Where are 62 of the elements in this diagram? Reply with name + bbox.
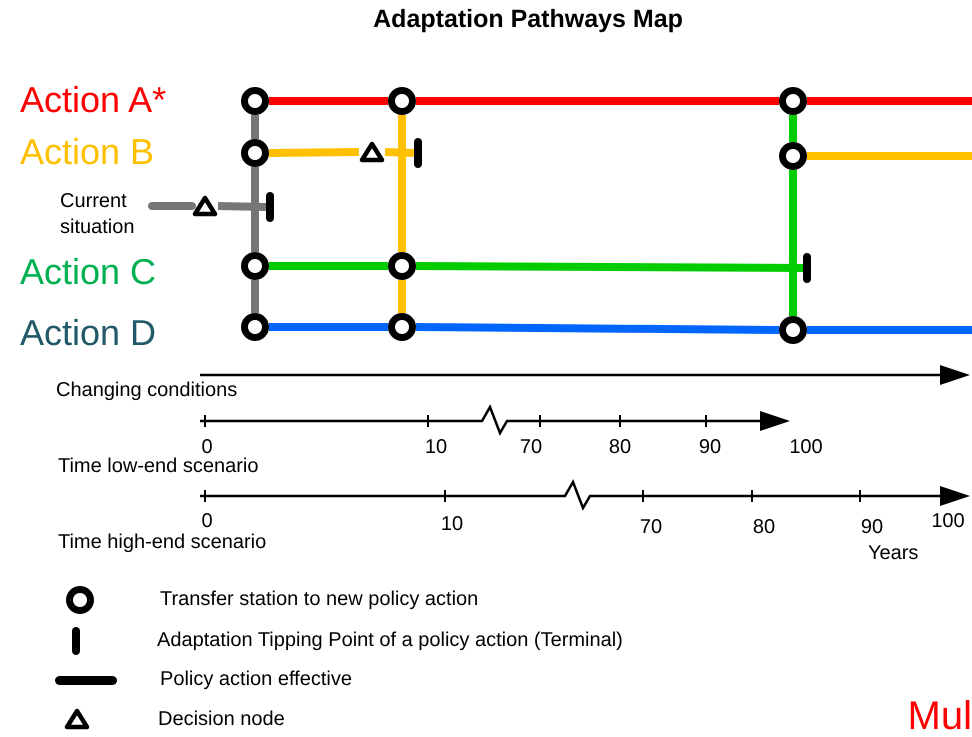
tick-label: 100	[789, 436, 823, 458]
pathway-line	[416, 262, 804, 272]
transfer-station	[241, 252, 269, 280]
axis-title: Time high-end scenario	[58, 531, 266, 553]
pathway-line	[251, 280, 259, 313]
transfer-station	[779, 87, 807, 115]
transfer-station	[388, 87, 416, 115]
tick-label: 90	[698, 436, 722, 458]
line-name: Action A*	[20, 80, 166, 120]
legend-text: Transfer station to new policy action	[160, 588, 478, 610]
line-name: Action C	[20, 252, 156, 292]
decision-triangle	[192, 195, 218, 217]
tick-label: 100	[931, 510, 965, 532]
tick-label: 0	[201, 436, 213, 458]
tipping-point-marker	[414, 138, 422, 168]
transfer-station	[388, 252, 416, 280]
pathway-line	[148, 202, 196, 210]
tipping-point-marker	[266, 192, 274, 222]
pathway-line	[807, 152, 972, 160]
pathway-line	[218, 202, 266, 211]
tick-label: 10	[424, 436, 448, 458]
pathway-line	[398, 280, 406, 313]
diagram-title: Adaptation Pathways Map	[373, 6, 683, 34]
line-name: Action B	[20, 132, 154, 172]
tick-label: 70	[520, 436, 542, 458]
axis-title: Changing conditions	[56, 379, 238, 401]
pathway-line	[384, 148, 414, 157]
pathway-line	[398, 115, 406, 252]
pathway-line	[269, 262, 388, 270]
transfer-station	[388, 313, 416, 341]
pathway-line	[416, 323, 780, 334]
pathway-line	[269, 97, 388, 105]
axis-unit: Years	[868, 542, 918, 564]
tick-label: 80	[608, 436, 632, 458]
tick-label: 90	[860, 516, 884, 538]
pathway-line	[807, 326, 972, 334]
transfer-station	[241, 87, 269, 115]
pathway-line	[268, 148, 360, 157]
tick-label: 80	[752, 516, 776, 538]
pathway-line	[416, 97, 779, 105]
pathway-line	[269, 323, 388, 331]
line-name: Action D	[20, 313, 156, 353]
axis-title: Time low-end scenario	[58, 455, 258, 477]
tick-label: 0	[201, 510, 213, 532]
tick-label: 10	[440, 513, 464, 535]
note-text: Mul	[908, 694, 972, 737]
line-name: Current situation	[60, 189, 136, 240]
legend-text: Decision node	[158, 708, 285, 730]
pathway-line	[789, 170, 797, 316]
transfer-station	[241, 139, 269, 167]
pathway-line	[807, 97, 972, 105]
transfer-station	[241, 313, 269, 341]
legend-text: Policy action effective	[160, 668, 352, 690]
pathway-line	[789, 115, 797, 142]
legend-text: Adaptation Tipping Point of a policy action (Terminal)	[157, 629, 623, 651]
decision-triangle	[359, 141, 385, 163]
transfer-station	[779, 316, 807, 344]
pathway-line	[251, 167, 259, 252]
tick-label: 70	[640, 516, 662, 538]
tipping-point-marker	[803, 253, 811, 283]
pathway-line	[251, 115, 259, 139]
transfer-station	[779, 142, 807, 170]
